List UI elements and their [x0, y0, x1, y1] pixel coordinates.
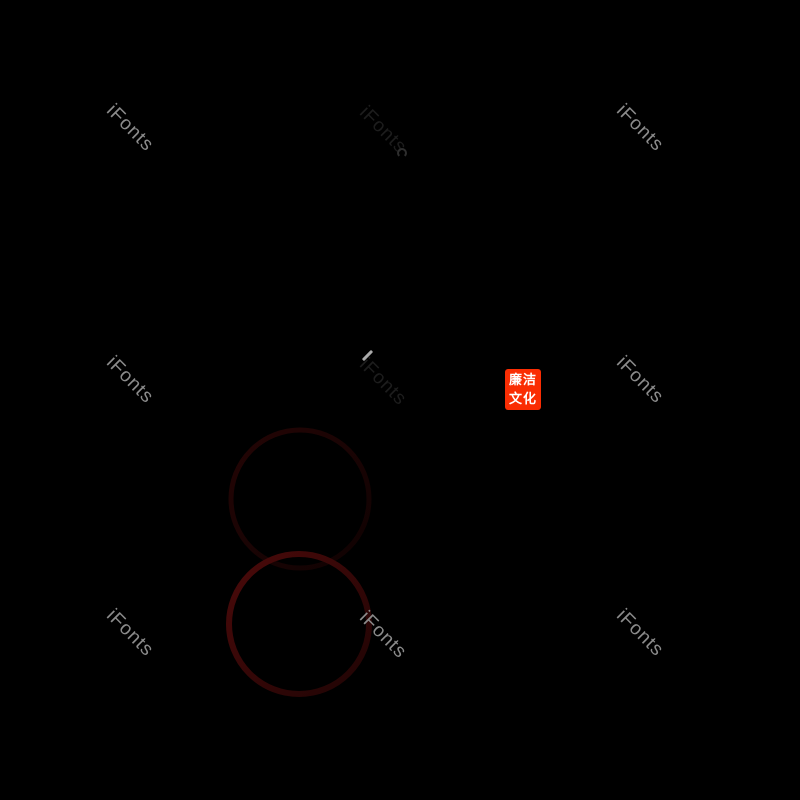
ifonts-watermark: iFonts	[612, 605, 668, 661]
integrity-culture-seal: 廉洁 文化	[505, 369, 541, 410]
ifonts-watermark: iFonts	[102, 605, 158, 661]
lower-dark-red-ring	[226, 551, 372, 697]
ifonts-watermark: iFonts	[102, 100, 158, 156]
faint-curl-mark	[397, 148, 407, 158]
ifonts-watermark: iFonts	[355, 354, 411, 410]
ifonts-watermark: iFonts	[102, 352, 158, 408]
ifonts-watermark: iFonts	[612, 100, 668, 156]
seal-line-2: 文化	[508, 391, 537, 406]
ifonts-watermark: iFonts	[612, 352, 668, 408]
upper-dark-red-ring	[228, 427, 372, 571]
seal-line-1: 廉洁	[508, 372, 537, 387]
ifonts-watermark: iFonts	[355, 607, 411, 663]
